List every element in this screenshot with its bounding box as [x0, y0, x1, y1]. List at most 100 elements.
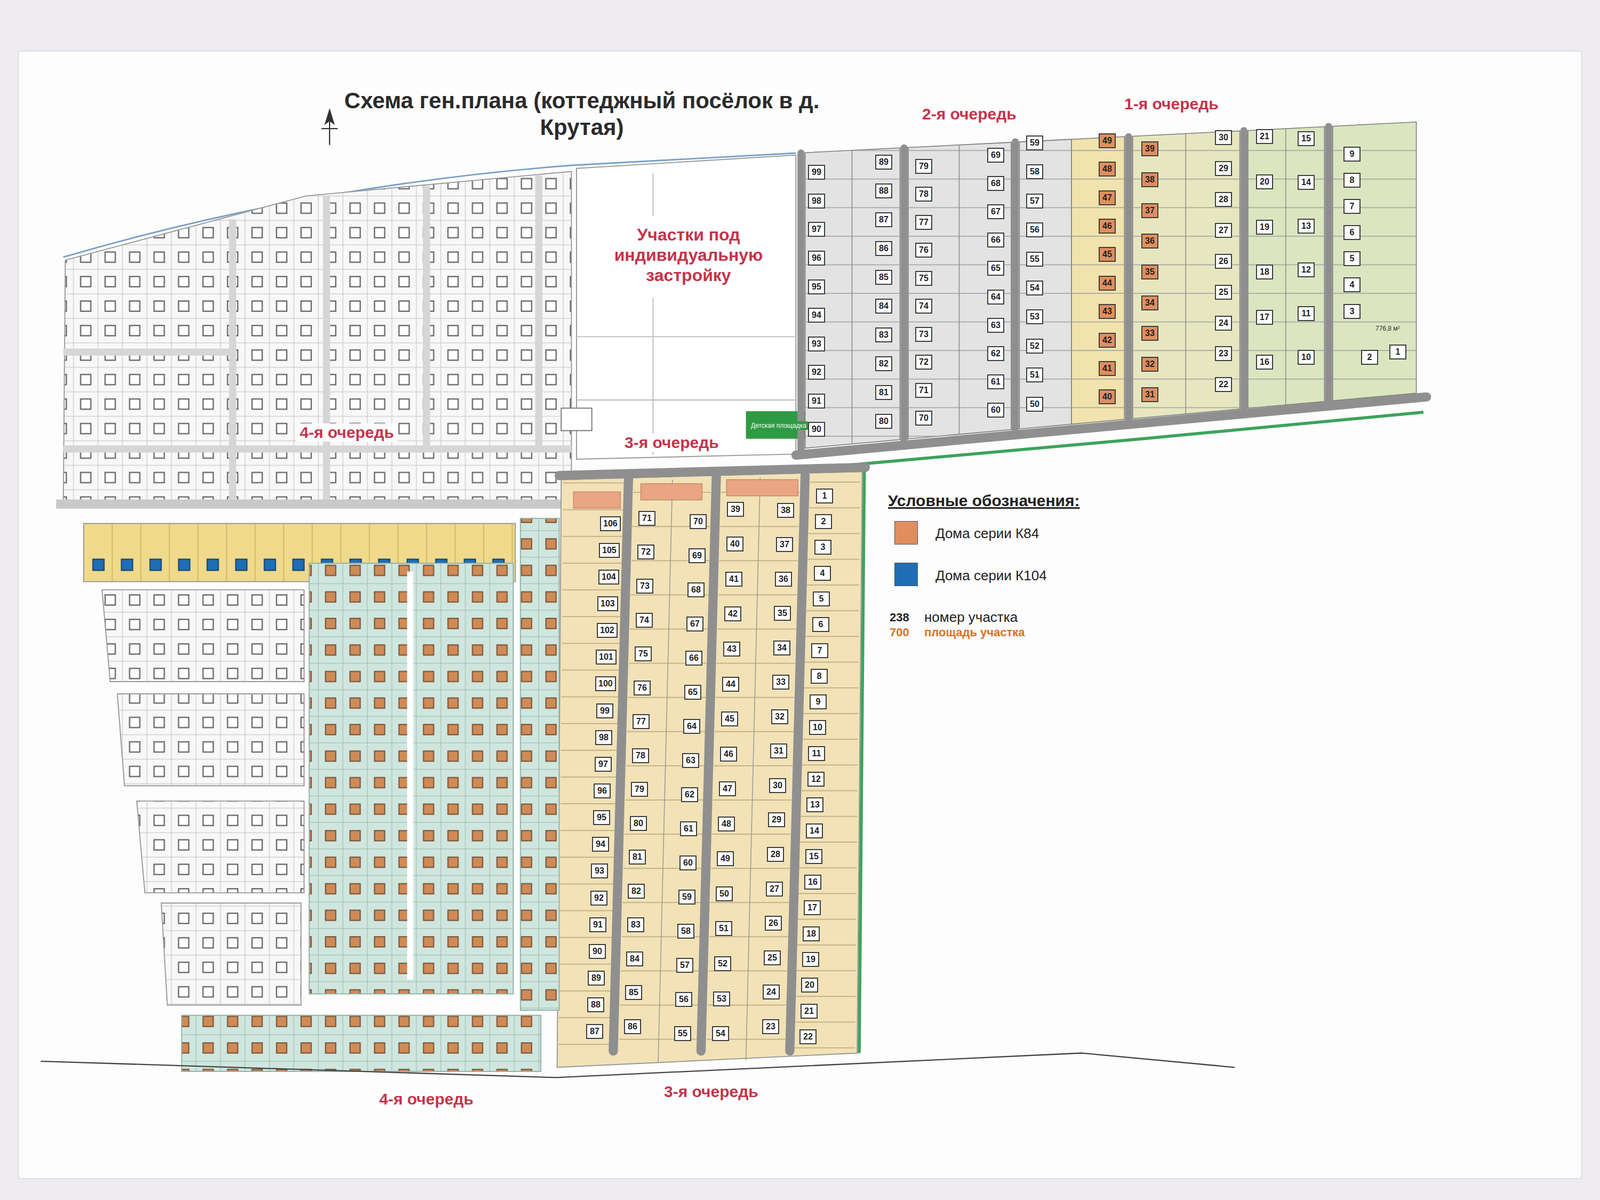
lot-box: 103: [597, 596, 619, 612]
lot-number: 78: [918, 188, 930, 200]
lot-number: 62: [990, 348, 1002, 359]
lot-number: 86: [878, 243, 890, 254]
lot-number: 103: [600, 598, 615, 610]
lot-box: 23: [1214, 346, 1232, 362]
lot-box: 91: [808, 393, 826, 409]
lot-number: 38: [1144, 174, 1156, 186]
lot-box: 80: [875, 413, 893, 429]
lot-box: 62: [987, 346, 1005, 362]
lot-number: 12: [810, 773, 822, 785]
lot-number: 91: [811, 395, 822, 407]
lot-number: 59: [681, 891, 693, 903]
lot-number: 89: [878, 156, 890, 168]
lot-box: 67: [987, 204, 1005, 220]
lot-number: 64: [686, 721, 698, 732]
lot-number: 58: [1029, 166, 1040, 178]
lot-number: 28: [1218, 194, 1229, 205]
lot-number: 97: [811, 224, 822, 235]
lot-number: 32: [1144, 358, 1156, 370]
lot-number: 67: [689, 618, 701, 630]
lot-box: 48: [1098, 161, 1116, 177]
lot-box: 52: [714, 956, 732, 972]
lot-box: 64: [987, 289, 1005, 305]
lot-number: 6: [1346, 227, 1358, 238]
lot-number: 60: [990, 404, 1002, 416]
lot-number: 36: [778, 573, 789, 585]
lot-number: 71: [641, 513, 653, 524]
lot-number: 34: [776, 642, 788, 654]
lot-number: 39: [730, 504, 741, 515]
lot-number: 4: [1346, 279, 1358, 291]
lot-box: 8: [810, 668, 828, 684]
lot-number: 98: [598, 732, 610, 743]
lot-number: 13: [1300, 220, 1312, 232]
lot-box: 92: [808, 364, 826, 380]
lot-number: 25: [1218, 286, 1229, 298]
lot-number: 37: [1144, 205, 1156, 216]
lot-box: 71: [915, 382, 933, 398]
lot-number: 83: [878, 329, 890, 341]
lot-box: 64: [683, 718, 701, 734]
lot-number: 50: [718, 888, 730, 900]
lot-box: 27: [1214, 222, 1232, 238]
queue-label: 4-я очередь: [296, 423, 398, 442]
area-label: 776,8 м²: [1374, 324, 1402, 333]
lot-number: 90: [592, 946, 603, 957]
lot-box: 42: [724, 606, 742, 622]
lot-box: 14: [1297, 174, 1315, 190]
lot-box: 47: [718, 781, 736, 797]
lot-box: 18: [1256, 264, 1274, 280]
lot-number: 7: [1346, 201, 1358, 212]
lot-box: 71: [638, 510, 656, 526]
lot-number: 32: [774, 711, 786, 723]
lot-number: 30: [1218, 132, 1229, 143]
lot-number: 71: [918, 385, 930, 396]
lot-number: 96: [811, 252, 822, 264]
queue-label: 3-я очередь: [660, 1082, 762, 1101]
legend-swatch: [894, 562, 918, 587]
lot-box: 78: [632, 748, 650, 764]
lot-number: 16: [807, 876, 819, 888]
lot-number: 14: [1300, 177, 1312, 188]
lot-box: 61: [680, 821, 698, 837]
lot-box: 80: [629, 816, 647, 831]
lot-box: 30: [1214, 130, 1232, 146]
back-lot-lines: [852, 128, 1286, 444]
legend-sample: 700: [889, 625, 910, 640]
lot-number: 54: [715, 1028, 726, 1039]
lot-number: 52: [1029, 340, 1040, 352]
lot-number: 35: [1144, 266, 1156, 278]
lot-box: 90: [808, 421, 826, 437]
lot-number: 80: [878, 416, 890, 427]
lot-box: 79: [630, 781, 648, 797]
lot-box: 70: [689, 514, 707, 530]
lot-number: 33: [1144, 328, 1156, 339]
lot-number: 29: [771, 814, 782, 826]
lot-number: 93: [811, 338, 822, 350]
legend-text: Дома серии К84: [935, 525, 1039, 542]
lot-number: 72: [918, 356, 930, 368]
lot-number: 74: [638, 614, 650, 626]
lot-box: 56: [675, 992, 693, 1007]
lot-box: 32: [1141, 356, 1159, 372]
lot-number: 59: [1029, 137, 1040, 149]
lot-box: 54: [712, 1026, 730, 1042]
lot-number: 26: [1218, 256, 1229, 267]
lot-box: 94: [808, 307, 826, 323]
lot-box: 4: [813, 565, 831, 581]
lot-box: 13: [1297, 218, 1315, 234]
lot-box: 41: [725, 571, 743, 587]
queue3-lot-lines: [618, 477, 711, 1064]
lot-number: 12: [1300, 264, 1312, 276]
lot-number: 77: [918, 217, 930, 228]
lot-box: 62: [681, 787, 699, 803]
lot-box: 24: [1214, 315, 1232, 331]
lot-box: 55: [674, 1026, 692, 1042]
lot-box: 73: [915, 326, 933, 342]
lot-number: 10: [812, 722, 823, 733]
lot-box: 77: [632, 714, 650, 730]
lot-box: 84: [626, 951, 644, 967]
lot-number: 21: [803, 1005, 815, 1017]
lot-number: 2: [1364, 352, 1375, 363]
lot-box: 100: [595, 676, 616, 692]
